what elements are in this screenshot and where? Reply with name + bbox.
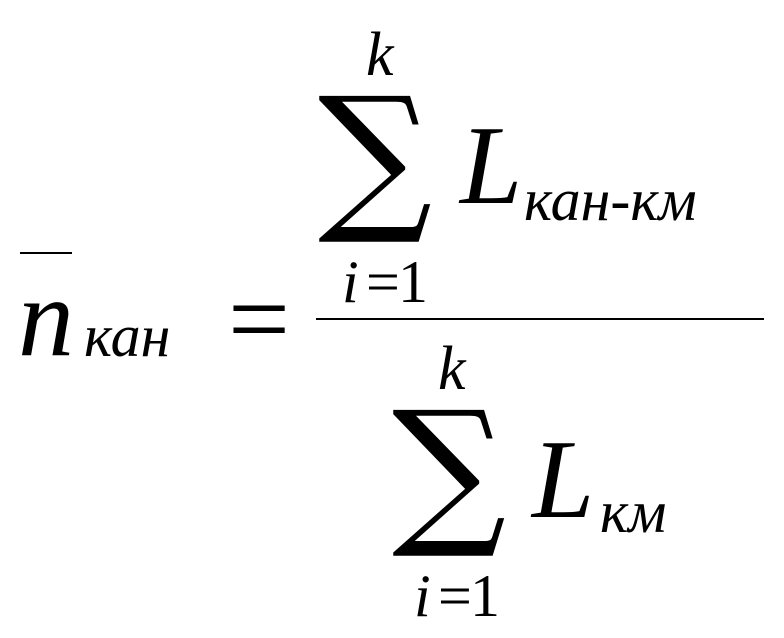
- numerator-term-subscript: кан-км: [524, 167, 697, 233]
- denominator-lower-equals: =: [438, 563, 472, 629]
- lhs-subscript: кан: [84, 303, 171, 369]
- overline-bar: [20, 252, 72, 254]
- denominator-lower-index: i: [414, 563, 431, 629]
- fraction-bar: [316, 318, 764, 320]
- denominator-term-subscript: км: [600, 479, 667, 545]
- numerator-lower-index: i: [342, 249, 359, 315]
- equals-sign: =: [228, 258, 291, 380]
- numerator-sum-symbol: ∑: [318, 62, 433, 249]
- denominator-lower-value: 1: [470, 563, 500, 629]
- numerator-upper-limit: k: [366, 21, 394, 89]
- numerator-lower-value: 1: [398, 249, 428, 315]
- lhs-symbol: n: [18, 256, 74, 380]
- denominator-upper-limit: k: [438, 335, 466, 403]
- denominator-term: L: [532, 418, 595, 542]
- numerator-term: L: [460, 104, 523, 228]
- numerator-lower-equals: =: [366, 249, 400, 315]
- denominator-sum-symbol: ∑: [392, 376, 507, 563]
